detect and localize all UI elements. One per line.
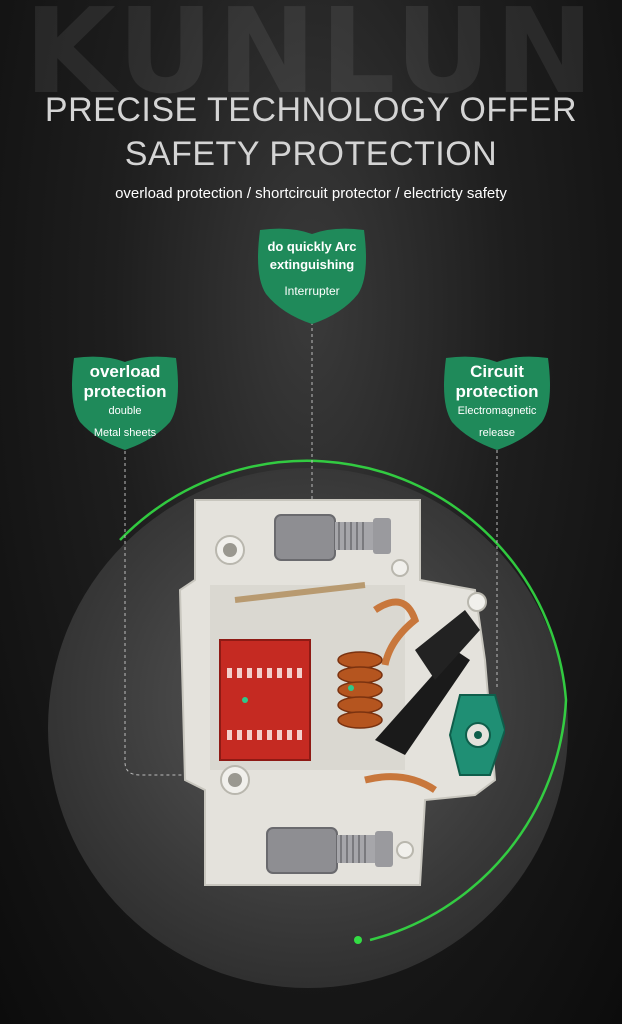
arc-badge-title-2: extinguishing [269,257,355,272]
overload-badge-title-2: protection [83,382,167,401]
circuit-protection-badge: Circuit protection Electromagnetic relea… [438,354,556,452]
shield-icon [72,356,178,450]
accent-arc [119,459,568,942]
circuit-badge-sub-2: release [478,427,516,439]
shield-icon [444,356,550,450]
headline-line-2: SAFETY PROTECTION [124,135,498,173]
overload-badge-sub-2: Metal sheets [93,427,157,439]
accent-dot [354,936,362,944]
circuit-badge-title-2: protection [455,382,539,401]
feature-subline: overload protection / shortcircuit prote… [115,185,507,202]
arc-badge-title-1: do quickly Arc [267,239,357,254]
overload-badge-sub-1: double [108,405,142,417]
headline: PRECISE TECHNOLOGY OFFER SAFETY PROTECTI… [0,88,622,176]
headline-line-1: PRECISE TECHNOLOGY OFFER [44,91,578,129]
circuit-badge-title-1: Circuit [470,362,524,381]
circuit-breaker-illustration [178,499,505,886]
circuit-badge-sub-1: Electromagnetic [457,405,537,417]
brand-watermark: KUNLUN [24,0,598,120]
shield-icon [258,228,366,324]
overload-badge-title-1: overload [89,362,161,381]
overload-protection-badge: overload protection double Metal sheets [66,354,184,452]
arc-interrupter-badge: do quickly Arc extinguishing Interrupter [250,226,374,326]
arc-badge-subtitle: Interrupter [284,284,340,298]
